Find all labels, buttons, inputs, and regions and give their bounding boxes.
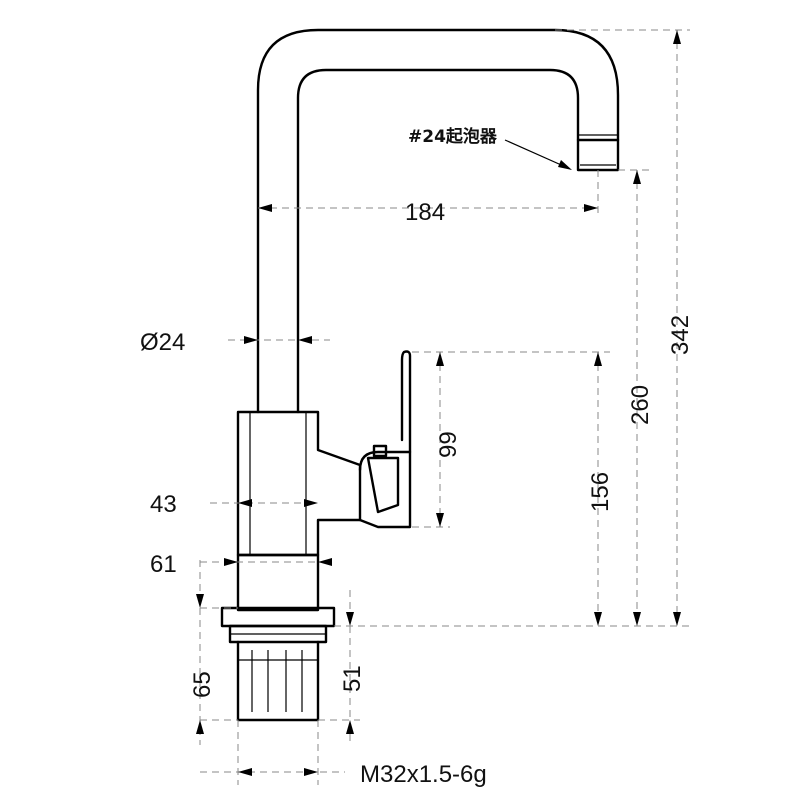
dim-height-total: 342	[667, 315, 694, 355]
arrowheads	[196, 30, 681, 776]
dim-shank-length: 65	[189, 671, 216, 698]
dim-handle-height: 156	[587, 472, 614, 512]
dim-body-width: 43	[150, 491, 177, 518]
faucet-outline	[220, 28, 620, 722]
dim-pipe-diameter: Ø24	[140, 329, 185, 356]
dimension-lines	[199, 29, 690, 785]
dim-handle-length: 99	[435, 431, 462, 458]
dim-thread-length: 51	[339, 665, 366, 692]
dim-thread-spec: M32x1.5-6g	[360, 761, 487, 788]
dim-body-width-outer: 61	[150, 551, 177, 578]
aerator-label: #24起泡器	[408, 126, 498, 147]
dim-reach: 184	[405, 199, 445, 226]
dim-height-spout: 260	[627, 385, 654, 425]
